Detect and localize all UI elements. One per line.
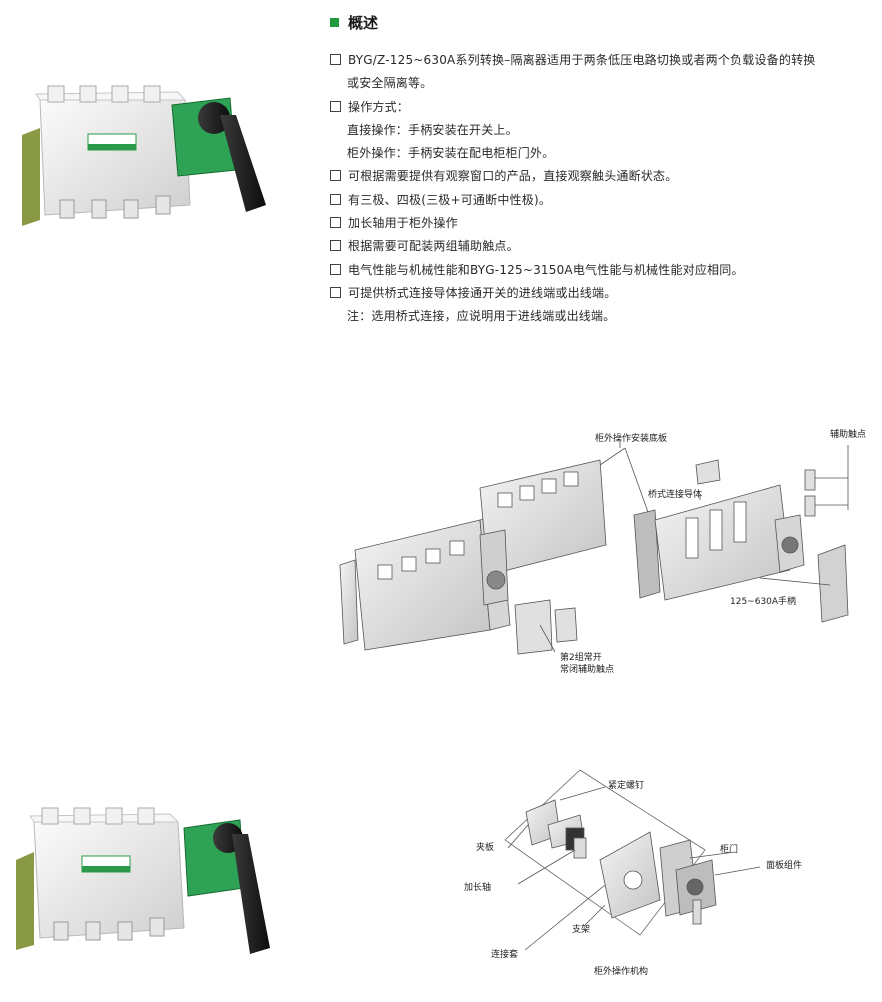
list-item: 操作方式： xyxy=(330,96,875,119)
list-item: BYG/Z-125~630A系列转换–隔离器适用于两条低压电路切换或者两个负载设… xyxy=(330,49,875,72)
label-panel: 面板组件 xyxy=(766,859,802,871)
checkbox-square-icon xyxy=(330,100,341,112)
list-item: 有三极、四极(三极+可通断中性极)。 xyxy=(330,189,875,212)
label-clamp: 夹板 xyxy=(476,841,494,853)
section-heading: 概述 xyxy=(330,12,378,33)
list-item: 或安全隔离等。 xyxy=(347,76,433,91)
checkbox-square-icon xyxy=(330,263,341,275)
exploded-diagram-1 xyxy=(339,440,849,655)
exploded-diagram-2 xyxy=(504,769,761,951)
label-mount-plate: 柜外操作安装底板 xyxy=(595,432,667,444)
list-item: 可根据需要提供有观察窗口的产品，直接观察触头通断状态。 xyxy=(330,165,875,188)
feature-list: BYG/Z-125~630A系列转换–隔离器适用于两条低压电路切换或者两个负载设… xyxy=(330,49,875,329)
list-item: 加长轴用于柜外操作 xyxy=(330,212,875,235)
label-bridge-conductor: 桥式连接导体 xyxy=(648,488,702,500)
label-bracket: 支架 xyxy=(572,923,590,935)
heading-square-icon xyxy=(330,18,339,27)
switch-photo-bottom xyxy=(16,807,270,954)
label-coupling: 连接套 xyxy=(491,948,518,960)
label-cabinet-door: 柜门 xyxy=(720,843,738,855)
label-mechanism: 柜外操作机构 xyxy=(594,965,648,977)
checkbox-square-icon xyxy=(330,217,341,229)
checkbox-square-icon xyxy=(330,170,341,182)
label-group2-line1: 第2组常开 xyxy=(560,651,602,663)
heading-text: 概述 xyxy=(348,14,379,32)
list-item: 注：选用桥式连接，应说明用于进线端或出线端。 xyxy=(347,309,616,324)
list-item: 根据需要可配装两组辅助触点。 xyxy=(330,235,875,258)
checkbox-square-icon xyxy=(330,240,341,252)
checkbox-square-icon xyxy=(330,54,341,65)
label-group2-line2: 常闭辅助触点 xyxy=(560,663,614,675)
label-aux-contacts: 辅助触点 xyxy=(830,428,866,440)
list-item: 柜外操作：手柄安装在配电柜柜门外。 xyxy=(347,146,555,161)
checkbox-square-icon xyxy=(330,193,341,205)
list-item: 电气性能与机械性能和BYG-125~3150A电气性能与机械性能对应相同。 xyxy=(330,259,875,282)
list-item: 直接操作：手柄安装在开关上。 xyxy=(347,122,518,137)
checkbox-square-icon xyxy=(330,286,341,298)
list-item: 可提供桥式连接导体接通开关的进线端或出线端。 xyxy=(330,282,875,305)
label-ext-shaft: 加长轴 xyxy=(464,881,491,893)
switch-photo-top xyxy=(22,85,266,226)
label-set-screw: 紧定螺钉 xyxy=(608,779,644,791)
label-handle: 125~630A手柄 xyxy=(730,595,796,607)
